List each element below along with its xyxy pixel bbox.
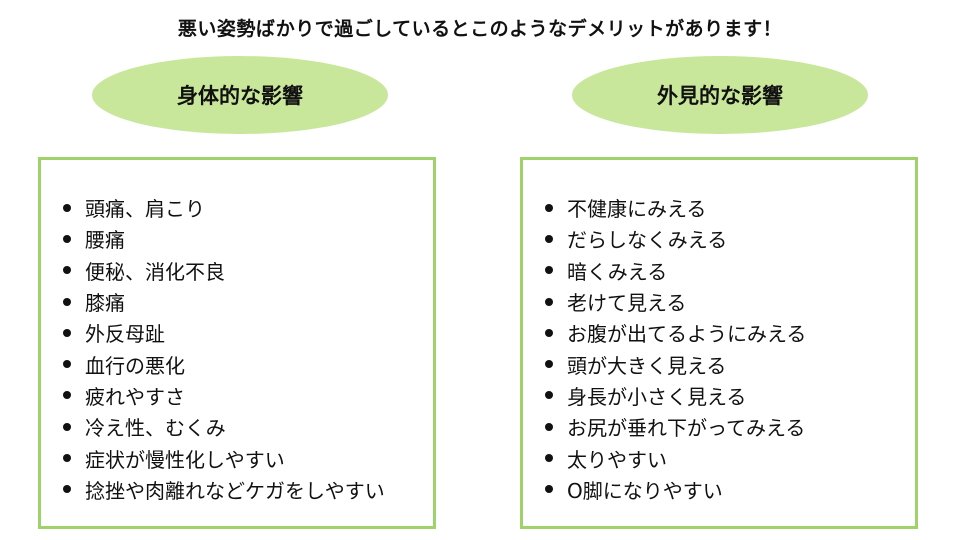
list-item-text: 捻挫や肉離れなどケガをしやすい	[85, 478, 385, 503]
bullet-icon	[63, 391, 71, 400]
list-item: 身長が小さく見える	[545, 380, 806, 411]
list-item: 暗くみえる	[545, 255, 806, 286]
bullet-icon	[545, 266, 553, 275]
bullet-icon	[63, 297, 71, 306]
list-item: 頭痛、肩こり	[63, 192, 385, 223]
list-item: だらしなくみえる	[545, 223, 806, 254]
list-item: お腹が出てるようにみえる	[545, 317, 806, 348]
bullet-icon	[545, 360, 553, 369]
bullet-icon	[63, 328, 71, 337]
list-item-text: 老けて見える	[567, 291, 687, 316]
bullet-icon	[545, 391, 553, 400]
bullet-icon	[63, 266, 71, 275]
physical-effects-panel: 頭痛、肩こり 腰痛 便秘、消化不良 膝痛 外反母趾 血行の悪化 疲れやすさ 冷え…	[38, 157, 436, 529]
bullet-icon	[545, 454, 553, 463]
list-item: 膝痛	[63, 286, 385, 317]
bullet-icon	[545, 203, 553, 212]
list-item-text: 頭が大きく見える	[567, 353, 727, 378]
list-item-text: 暗くみえる	[567, 259, 668, 284]
list-item: 便秘、消化不良	[63, 255, 385, 286]
bullet-icon	[63, 234, 71, 243]
physical-effects-heading-label: 身体的な影響	[177, 84, 303, 108]
list-item-text: 身長が小さく見える	[567, 384, 747, 409]
list-item: 腰痛	[63, 223, 385, 254]
list-item-text: 便秘、消化不良	[85, 259, 225, 284]
bullet-icon	[545, 328, 553, 337]
bullet-icon	[545, 422, 553, 431]
list-item-text: 疲れやすさ	[85, 384, 185, 409]
bullet-icon	[63, 485, 71, 494]
list-item-text: 不健康にみえる	[567, 197, 707, 222]
list-item-text: 症状が慢性化しやすい	[85, 447, 285, 472]
list-item-text: 膝痛	[85, 291, 125, 316]
list-item: 老けて見える	[545, 286, 806, 317]
appearance-effects-panel: 不健康にみえる だらしなくみえる 暗くみえる 老けて見える お腹が出てるようにみ…	[520, 157, 918, 529]
list-item-text: 太りやすい	[567, 447, 667, 472]
list-item: 血行の悪化	[63, 348, 385, 379]
appearance-effects-heading: 外見的な影響	[572, 56, 868, 134]
bullet-icon	[63, 454, 71, 463]
page-title: 悪い姿勢ばかりで過ごしているとこのようなデメリットがあります！	[177, 18, 783, 40]
list-item-text: お腹が出てるようにみえる	[567, 322, 807, 347]
appearance-effects-heading-label: 外見的な影響	[657, 84, 783, 108]
bullet-icon	[545, 485, 553, 494]
list-item: 外反母趾	[63, 317, 385, 348]
bullet-icon	[63, 422, 71, 431]
list-item-text: 頭痛、肩こり	[85, 197, 205, 222]
bullet-icon	[63, 203, 71, 212]
list-item: 太りやすい	[545, 442, 806, 473]
list-item-text: O脚になりやすい	[567, 478, 723, 503]
list-item: 冷え性、むくみ	[63, 411, 385, 442]
list-item-text: だらしなくみえる	[567, 228, 728, 253]
list-item-text: 血行の悪化	[85, 353, 185, 378]
list-item-text: 冷え性、むくみ	[85, 416, 226, 441]
physical-effects-heading: 身体的な影響	[92, 56, 388, 134]
list-item: 不健康にみえる	[545, 192, 806, 223]
bullet-icon	[545, 234, 553, 243]
list-item: 頭が大きく見える	[545, 348, 806, 379]
physical-effects-list: 頭痛、肩こり 腰痛 便秘、消化不良 膝痛 外反母趾 血行の悪化 疲れやすさ 冷え…	[63, 192, 385, 505]
list-item: お尻が垂れ下がってみえる	[545, 411, 806, 442]
list-item: O脚になりやすい	[545, 474, 806, 505]
appearance-effects-list: 不健康にみえる だらしなくみえる 暗くみえる 老けて見える お腹が出てるようにみ…	[545, 192, 806, 505]
list-item: 疲れやすさ	[63, 380, 385, 411]
list-item: 捻挫や肉離れなどケガをしやすい	[63, 474, 385, 505]
list-item-text: お尻が垂れ下がってみえる	[567, 416, 806, 441]
list-item-text: 腰痛	[85, 228, 125, 253]
list-item: 症状が慢性化しやすい	[63, 442, 385, 473]
bullet-icon	[545, 297, 553, 306]
bullet-icon	[63, 360, 71, 369]
list-item-text: 外反母趾	[85, 322, 165, 347]
